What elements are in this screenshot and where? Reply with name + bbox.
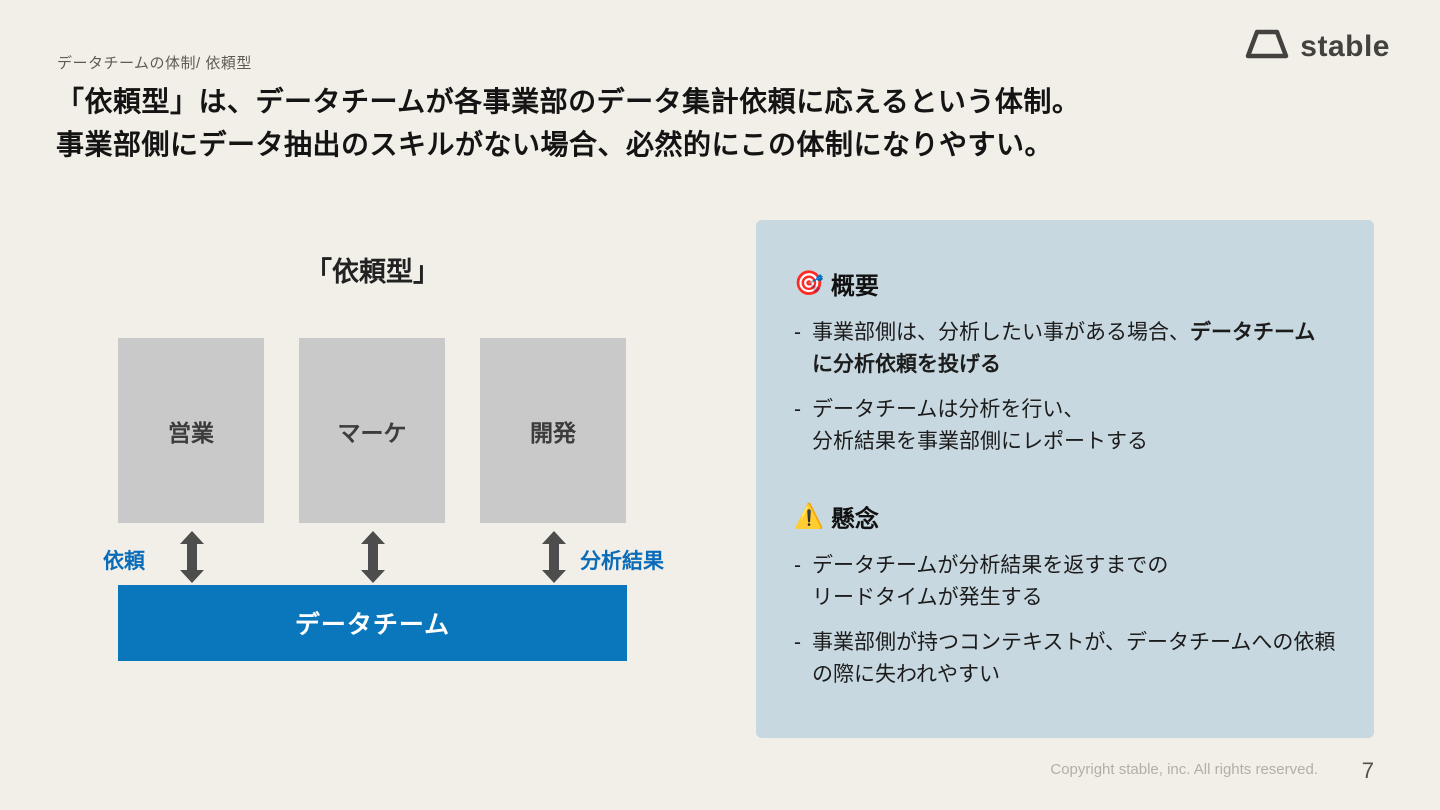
double-arrow-icon — [177, 531, 207, 583]
dept-box-development: 開発 — [480, 338, 626, 523]
list-item-text-normal: データチームは分析を行い、 分析結果を事業部側にレポートする — [812, 398, 1148, 453]
list-item-marker: - — [794, 554, 801, 577]
info-panel: 🎯 概要 - 事業部側は、分析したい事がある場合、データチームに分析依頼を投げる… — [756, 220, 1374, 738]
overview-heading: 🎯 概要 — [794, 266, 1336, 301]
list-item-text: データチームは分析を行い、 分析結果を事業部側にレポートする — [812, 394, 1148, 457]
list-item: - 事業部側が持つコンテキストが、データチームへの依頼の際に失われやすい — [794, 627, 1336, 690]
diagram-title: 「依頼型」 — [305, 257, 440, 287]
dept-box-marketing: マーケ — [299, 338, 445, 523]
concerns-section: ⚠️ 懸念 - データチームが分析結果を返すまでの リードタイムが発生する - … — [794, 499, 1336, 690]
overview-heading-text: 概要 — [830, 273, 879, 300]
slide-title-line-1: 「依頼型」は、データチームが各事業部のデータ集計依頼に応えるという体制。 — [56, 86, 1081, 117]
list-item-text-normal: 事業部側が持つコンテキストが、データチームへの依頼の際に失われやすい — [812, 631, 1336, 686]
double-arrow-icon — [358, 531, 388, 583]
list-item-text-bold: データチームに分析依頼を投げる — [812, 321, 1316, 376]
department-row: 営業 マーケ 開発 — [118, 338, 626, 523]
list-item-text: 事業部側が持つコンテキストが、データチームへの依頼の際に失われやすい — [812, 627, 1336, 690]
page-number: 7 — [1361, 758, 1374, 783]
slide-title: 「依頼型」は、データチームが各事業部のデータ集計依頼に応えるという体制。 事業部… — [56, 80, 1080, 167]
logo-text: stable — [1300, 29, 1390, 63]
request-label: 依頼 — [103, 550, 145, 573]
target-icon: 🎯 — [794, 269, 824, 297]
list-item-marker: - — [794, 631, 801, 654]
list-item-text: 事業部側は、分析したい事がある場合、データチームに分析依頼を投げる — [812, 317, 1336, 380]
concerns-heading-text: 懸念 — [830, 506, 879, 533]
overview-section: 🎯 概要 - 事業部側は、分析したい事がある場合、データチームに分析依頼を投げる… — [794, 266, 1336, 457]
trapezoid-logo-icon — [1243, 26, 1291, 67]
list-item-text-normal: 事業部側は、分析したい事がある場合、 — [812, 321, 1190, 344]
list-item-marker: - — [794, 398, 801, 421]
copyright-text: Copyright stable, inc. All rights reserv… — [1050, 761, 1318, 778]
dept-box-sales: 営業 — [118, 338, 264, 523]
data-team-box: データチーム — [118, 585, 627, 661]
list-item: - データチームは分析を行い、 分析結果を事業部側にレポートする — [794, 394, 1336, 457]
slide-title-line-2: 事業部側にデータ抽出のスキルがない場合、必然的にこの体制になりやすい。 — [56, 129, 1053, 161]
double-arrow-icon — [539, 531, 569, 583]
concerns-heading: ⚠️ 懸念 — [794, 499, 1336, 534]
list-item-text-normal: データチームが分析結果を返すまでの リードタイムが発生する — [812, 554, 1169, 609]
warning-icon: ⚠️ — [794, 502, 824, 530]
slide-eyebrow: データチームの体制/ 依頼型 — [57, 55, 252, 72]
list-item: - データチームが分析結果を返すまでの リードタイムが発生する — [794, 550, 1336, 613]
list-item: - 事業部側は、分析したい事がある場合、データチームに分析依頼を投げる — [794, 317, 1336, 380]
stable-logo: stable — [1243, 26, 1390, 67]
analysis-result-label: 分析結果 — [580, 550, 664, 573]
list-item-marker: - — [794, 321, 801, 344]
list-item-text: データチームが分析結果を返すまでの リードタイムが発生する — [812, 550, 1168, 613]
